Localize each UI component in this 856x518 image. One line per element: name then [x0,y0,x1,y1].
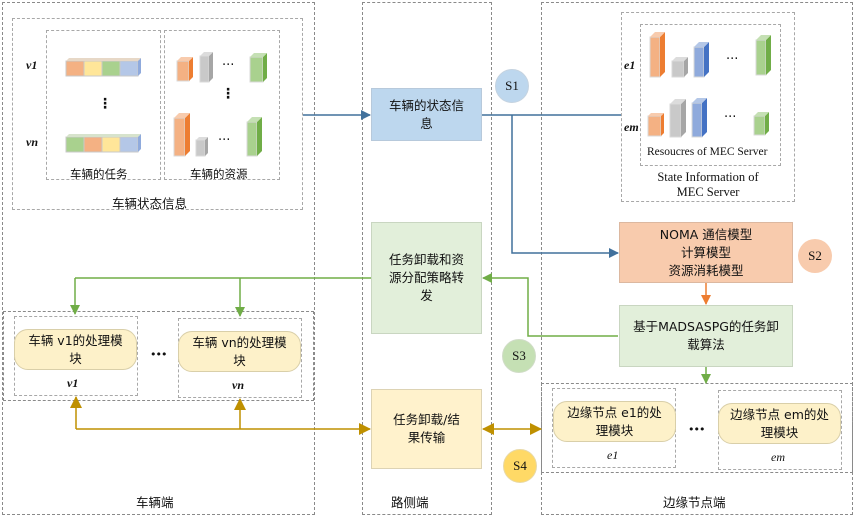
vehicle-resources-label: 车辆的资源 [190,167,248,181]
vehicle-resources-group [164,30,280,180]
vehicle-state-info-box[interactable]: 车辆的状态信息 [371,88,482,141]
mec-hdots-bottom: ··· [724,110,737,125]
mec-resources-label: Resoucres of MEC Server [647,146,768,158]
mec-state-info-group [621,12,795,202]
step-s1-badge: S1 [495,69,529,103]
models-box[interactable]: NOMA 通信模型 计算模型 资源消耗模型 [619,222,793,283]
e1-label: e1 [624,58,636,72]
resources-hdots-bottom: ··· [218,133,231,148]
mec-resources-group [640,24,781,166]
vehicle-module-dots: ••• [150,348,167,361]
edge-module-dots: ••• [688,423,705,436]
vehicle-vn-sub: vn [232,378,244,392]
resources-vdots: ⋮ [221,86,235,102]
vehicle-tasks-label: 车辆的任务 [70,167,128,181]
roadside-title: 路侧端 [391,495,429,510]
edge-side-title: 边缘节点端 [663,495,726,510]
madsaspg-algorithm-box[interactable]: 基于MADSASPG的任务卸载算法 [619,305,793,367]
mec-state-info-title: State Information of MEC Server [657,170,759,199]
step-s2-badge: S2 [798,239,832,273]
vehicle-state-info-group [12,18,303,210]
step-s3-badge: S3 [502,339,536,373]
em-label: em [624,120,639,134]
noma-model-label: NOMA 通信模型 [659,226,753,242]
edge-e1-module[interactable]: 边缘节点 e1的处理模块 [553,401,676,442]
vn-label: vn [26,135,38,149]
mec-hdots-top: ··· [726,52,739,67]
vehicle-side-panel [2,2,315,515]
tasks-vdots: ⋮ [98,96,112,112]
resource-model-label: 资源消耗模型 [668,262,744,278]
strategy-forward-box[interactable]: 任务卸载和资源分配策略转发 [371,222,482,334]
edge-em-sub: em [771,450,785,464]
roadside-panel [362,2,492,515]
v1-label: v1 [26,58,38,72]
compute-model-label: 计算模型 [680,244,731,260]
edge-em-module[interactable]: 边缘节点 em的处理模块 [718,403,841,444]
resources-hdots-top: ··· [222,58,235,73]
vehicle-v1-sub: v1 [67,376,79,390]
offload-transfer-box[interactable]: 任务卸载/结果传输 [371,389,482,469]
vehicle-state-info-title: 车辆状态信息 [112,196,188,211]
vehicle-v1-module[interactable]: 车辆 v1的处理模块 [14,329,137,370]
vehicle-side-title: 车辆端 [136,495,174,510]
edge-side-panel [541,2,853,515]
step-s4-badge: S4 [503,449,537,483]
vehicle-tasks-group [46,30,161,180]
vehicle-vn-module[interactable]: 车辆 vn的处理模块 [178,331,301,372]
vehicle-modules-group [3,311,314,401]
edge-e1-sub: e1 [607,448,619,462]
